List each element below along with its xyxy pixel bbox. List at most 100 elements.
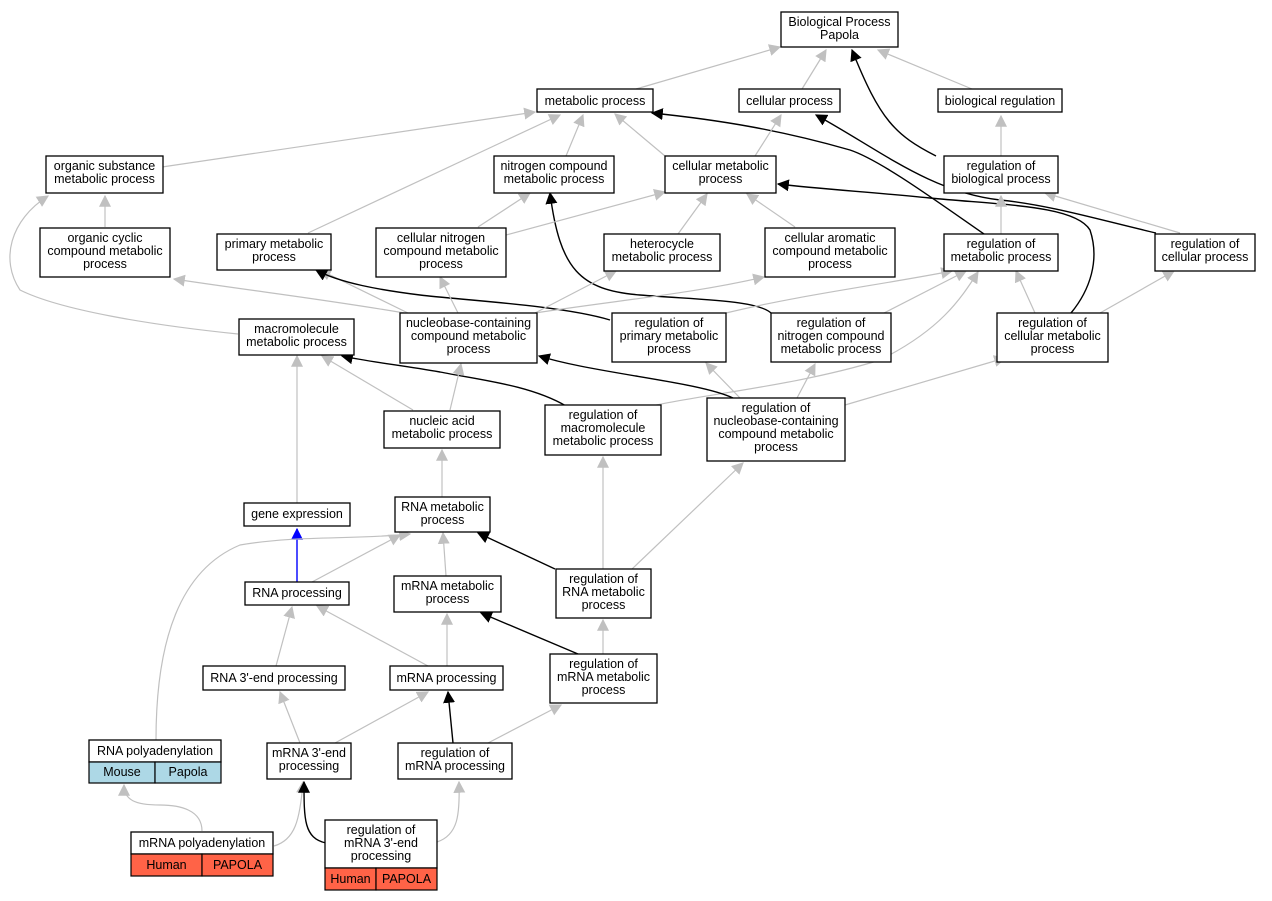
node-mrna-3-end-processing[interactable]: mRNA 3'-end processing [266,742,352,780]
node-label: compound metabolic [772,244,887,258]
edge [754,113,782,157]
node-label: RNA 3'-end processing [210,671,338,685]
node-regulation-of-rna-metabolic[interactable]: regulation of RNA metabolic process [555,568,652,619]
node-cellular-aromatic[interactable]: cellular aromatic compound metabolic pro… [764,227,896,278]
node-label: process [421,513,465,527]
edge [477,192,532,228]
node-rna-polyadenylation[interactable]: RNA polyadenylation Mouse Papola [88,739,222,784]
edge [298,780,327,844]
node-nitrogen-compound[interactable]: nitrogen compound metabolic process [493,155,615,194]
node-cellular-nitrogen[interactable]: cellular nitrogen compound metabolic pro… [375,227,507,278]
node-label: regulation of [1018,316,1087,330]
edge [565,113,585,157]
node-nucleobase-containing[interactable]: nucleobase-containing compound metabolic… [399,312,538,364]
node-label: cellular aromatic [784,231,875,245]
node-metabolic-process[interactable]: metabolic process [536,88,654,113]
node-label: biological process [951,172,1050,186]
node-label: metabolic process [246,335,347,349]
node-label: RNA polyadenylation [97,744,213,758]
edge [315,605,429,667]
edge [436,780,466,843]
node-regulation-of-mrna-metabolic[interactable]: regulation of mRNA metabolic process [549,653,658,704]
node-label: Biological Process [788,15,890,29]
edge [307,114,562,234]
node-regulation-of-mrna-processing[interactable]: regulation of mRNA processing [397,742,513,780]
edge [534,270,618,314]
species-label: Mouse [103,765,141,779]
node-mrna-metabolic[interactable]: mRNA metabolic process [393,575,502,613]
node-heterocycle[interactable]: heterocycle metabolic process [603,233,721,272]
node-rna-3-end-processing[interactable]: RNA 3'-end processing [202,665,346,691]
edge [439,275,459,314]
node-regulation-of-primary-metabolic[interactable]: regulation of primary metabolic process [611,312,727,363]
node-label: mRNA processing [405,759,505,773]
node-label: metabolic process [54,172,155,186]
node-primary-metabolic[interactable]: primary metabolic process [216,233,332,271]
node-regulation-of-cellular-metabolic[interactable]: regulation of cellular metabolic process [996,312,1109,363]
node-regulation-of-nucleobase[interactable]: regulation of nucleobase-containing comp… [706,397,846,462]
edge [1043,190,1181,234]
edge [776,179,1095,314]
node-label: mRNA metabolic [557,670,650,684]
edge [844,355,1007,406]
node-regulation-of-macromolecule[interactable]: regulation of macromolecule metabolic pr… [544,404,662,456]
edge [479,611,579,655]
edge [172,274,411,315]
node-regulation-of-nitrogen-compound[interactable]: regulation of nitrogen compound metaboli… [770,312,892,363]
edge [155,529,412,741]
node-label: regulation of [742,401,811,415]
node-mrna-processing[interactable]: mRNA processing [389,665,504,691]
edge [650,108,985,235]
node-label: RNA metabolic [562,585,645,599]
edge [635,44,782,90]
node-label: nitrogen compound [777,329,884,343]
node-label: cellular nitrogen [397,231,485,245]
edge [437,531,450,577]
edge [505,189,667,236]
node-rna-metabolic[interactable]: RNA metabolic process [394,496,491,533]
gene-label: Papola [169,765,208,779]
node-label: process [647,342,691,356]
node-rna-processing[interactable]: RNA processing [244,581,350,606]
edge [705,362,741,399]
node-label: regulation of [569,408,638,422]
node-label: regulation of [569,572,638,586]
edge [443,690,456,744]
gene-label: PAPOLA [382,872,432,886]
node-regulation-of-cellular-process[interactable]: regulation of cellular process [1154,233,1256,272]
node-regulation-of-metabolic-process[interactable]: regulation of metabolic process [943,233,1059,272]
node-regulation-of-mrna-3-end-processing[interactable]: regulation of mRNA 3'-end processing Hum… [324,819,438,891]
edge [1014,269,1036,314]
node-cellular-metabolic[interactable]: cellular metabolic process [664,155,777,194]
edge [320,355,414,411]
node-nucleic-acid[interactable]: nucleic acid metabolic process [383,410,501,449]
edge [850,48,937,157]
node-label: process [426,592,470,606]
edge [1099,270,1176,314]
node-label: gene expression [251,507,343,521]
node-label: regulation of [347,823,416,837]
node-label: compound metabolic [383,244,498,258]
node-biological-process[interactable]: Biological Process Papola [780,11,899,48]
node-regulation-of-biological-process[interactable]: regulation of biological process [943,155,1059,194]
node-biological-regulation[interactable]: biological regulation [937,88,1063,113]
edge [796,362,816,399]
gene-cell [154,761,222,784]
node-mrna-polyadenylation[interactable]: mRNA polyadenylation Human PAPOLA [130,831,274,877]
edge [725,267,954,314]
edge [340,352,567,407]
node-label: compound metabolic [411,329,526,343]
node-label: RNA metabolic [401,500,484,514]
node-label: macromolecule [561,421,646,435]
nodes: Biological Process Papola metabolic proc… [39,11,1256,891]
node-label: regulation of [635,316,704,330]
node-macromolecule[interactable]: macromolecule metabolic process [238,318,355,356]
node-organic-cyclic[interactable]: organic cyclic compound metabolic proces… [39,227,171,278]
node-label: cellular process [746,94,833,108]
node-organic-substance[interactable]: organic substance metabolic process [45,155,164,194]
node-label: process [252,250,296,264]
edge [801,48,827,90]
node-label: metabolic process [545,94,646,108]
node-gene-expression[interactable]: gene expression [243,502,351,527]
node-cellular-process[interactable]: cellular process [738,88,841,113]
